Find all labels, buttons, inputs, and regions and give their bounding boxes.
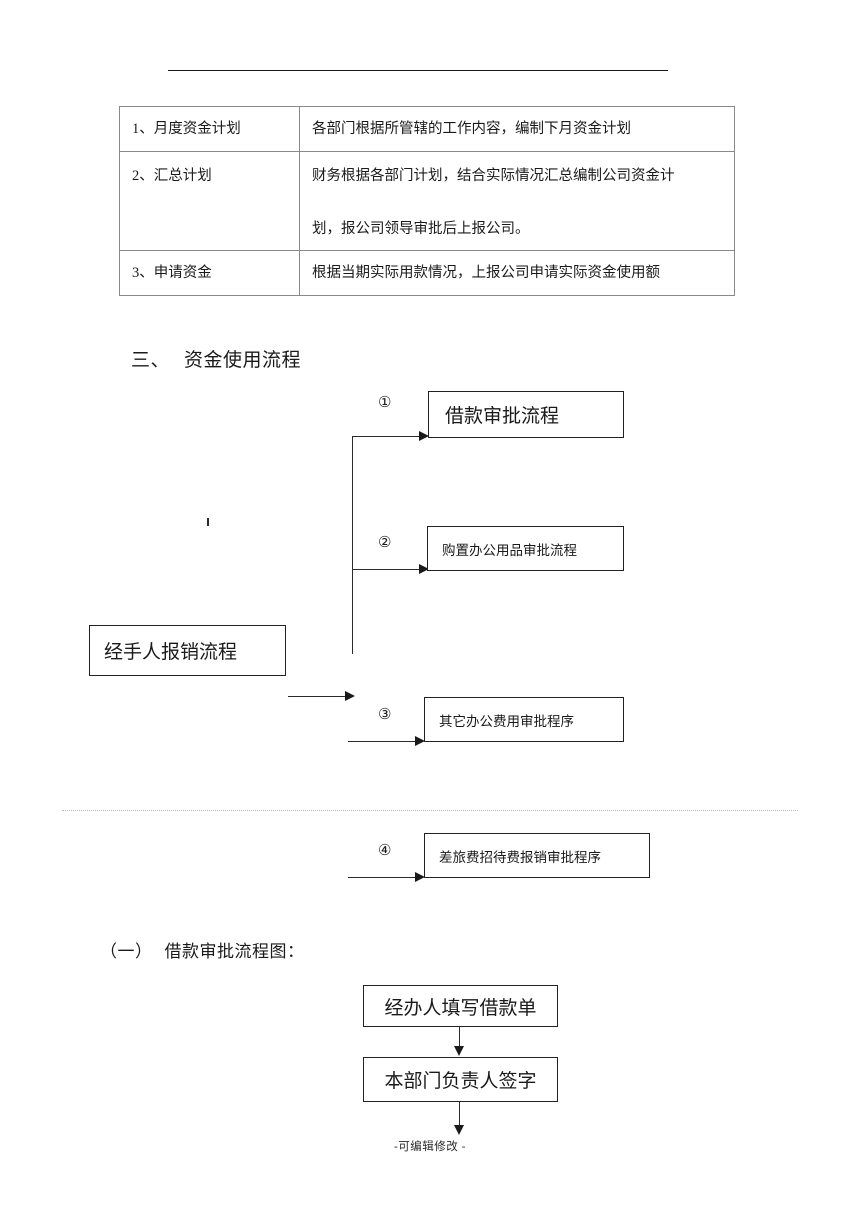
table-row: 1、月度资金计划 各部门根据所管辖的工作内容，编制下月资金计划 — [119, 106, 735, 152]
table-cell-line: 根据当期实际用款情况，上报公司申请实际资金使用额 — [312, 264, 660, 281]
stray-mark — [207, 518, 209, 526]
table-cell-line: 划，报公司领导审批后上报公司。 — [312, 221, 530, 238]
arrowhead-loan-step-next — [454, 1125, 464, 1135]
section-title: 资金使用流程 — [184, 350, 302, 371]
branch-marker-4: ④ — [378, 843, 392, 859]
branch-marker-2: ② — [378, 535, 392, 551]
connector-trunk-vertical — [352, 436, 353, 654]
branch-marker-1: ① — [378, 395, 392, 411]
table-cell-content: 根据当期实际用款情况，上报公司申请实际资金使用额 — [299, 250, 735, 296]
connector-source-outlet-line — [288, 696, 350, 697]
table-cell-content: 各部门根据所管辖的工作内容，编制下月资金计划 — [299, 106, 735, 152]
section-heading-one: （一） 借款审批流程图： — [100, 937, 305, 962]
table-cell-line: 财务根据各部门计划，结合实际情况汇总编制公司资金计 — [312, 168, 675, 184]
subsection-title: 借款审批流程图： — [164, 942, 305, 961]
table-cell-label: 3、申请资金 — [119, 250, 300, 296]
page-footer: -可编辑修改 - — [393, 1141, 467, 1153]
flow-box-branch-2: 购置办公用品审批流程 — [427, 526, 624, 571]
arrowhead-branch-3 — [415, 736, 425, 746]
section-number: 三、 — [131, 350, 171, 371]
table-cell-line: 各部门根据所管辖的工作内容，编制下月资金计划 — [312, 120, 631, 137]
flow-box-branch-4: 差旅费招待费报销审批程序 — [424, 833, 650, 878]
connector-branch-1-line — [352, 436, 424, 437]
subsection-number: （一） — [100, 942, 153, 961]
table-row: 2、汇总计划 财务根据各部门计划，结合实际情况汇总编制公司资金计 划，报公司领导… — [119, 151, 735, 251]
arrowhead-source-outlet — [345, 691, 355, 701]
connector-loan-step-2-to-next — [459, 1102, 460, 1128]
connector-branch-3-line — [348, 741, 420, 742]
connector-branch-4-line — [348, 877, 420, 878]
table-cell-content: 财务根据各部门计划，结合实际情况汇总编制公司资金计 划，报公司领导审批后上报公司… — [299, 151, 735, 251]
flow-box-branch-1: 借款审批流程 — [428, 391, 624, 438]
section-heading-three: 三、资金使用流程 — [131, 345, 301, 372]
loan-flow-step-2: 本部门负责人签字 — [363, 1057, 558, 1102]
connector-branch-2-line — [352, 569, 424, 570]
arrowhead-branch-2 — [419, 564, 429, 574]
flow-box-source: 经手人报销流程 — [89, 625, 286, 676]
funding-plan-table: 1、月度资金计划 各部门根据所管辖的工作内容，编制下月资金计划 2、汇总计划 财… — [119, 106, 735, 296]
arrowhead-branch-1 — [419, 431, 429, 441]
connector-loan-step-1-to-2 — [459, 1027, 460, 1049]
table-cell-label: 2、汇总计划 — [119, 151, 300, 251]
table-row: 3、申请资金 根据当期实际用款情况，上报公司申请实际资金使用额 — [119, 250, 735, 296]
loan-flow-step-1: 经办人填写借款单 — [363, 985, 558, 1027]
arrowhead-loan-step-2 — [454, 1046, 464, 1056]
table-cell-label: 1、月度资金计划 — [119, 106, 300, 152]
branch-marker-3: ③ — [378, 707, 392, 723]
top-horizontal-rule — [168, 70, 668, 71]
arrowhead-branch-4 — [415, 872, 425, 882]
flow-box-branch-3: 其它办公费用审批程序 — [424, 697, 624, 742]
page-break-dotted-rule — [62, 810, 798, 811]
